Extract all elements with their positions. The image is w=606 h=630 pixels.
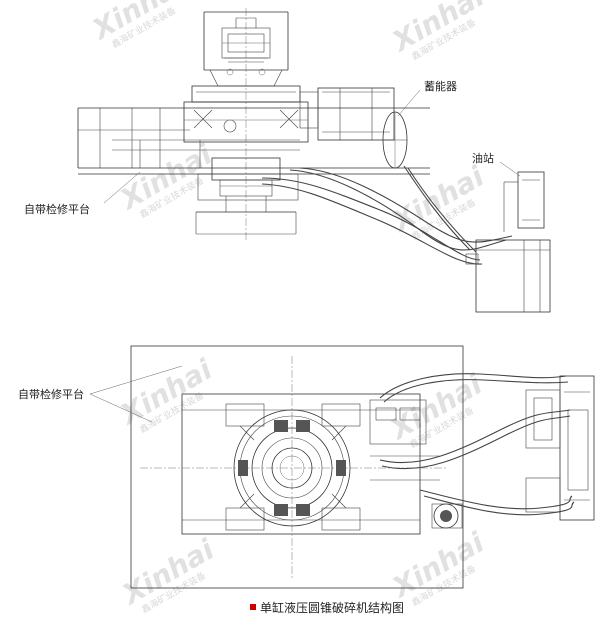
figure-caption: 单缸液压圆锥破碎机结构图: [250, 600, 404, 615]
lower-body: [195, 157, 299, 235]
bolt-block: [274, 504, 288, 516]
caption-bullet: [250, 604, 256, 610]
label-oil-station: 油站: [472, 151, 494, 165]
machine-base: [181, 393, 421, 535]
crusher-bowl: [233, 409, 351, 527]
bolt-block: [336, 460, 346, 476]
label-platform-top: 自带检修平台: [24, 202, 90, 216]
platform-outline: [130, 345, 464, 589]
caption-text: 单缸液压圆锥破碎机结构图: [260, 600, 404, 615]
bolt-block: [238, 460, 248, 476]
plan-view: 自带检修平台: [18, 345, 595, 589]
accumulator: [382, 111, 408, 169]
spider-assembly: [221, 17, 271, 76]
frame-corners: [225, 403, 361, 531]
watermark-top-left: Xinhai 鑫海矿业技术装备: [85, 0, 190, 51]
leader-platform-top: [103, 171, 141, 204]
watermark-brand: Xinhai: [385, 0, 490, 59]
oil-station-plan: [525, 375, 595, 521]
leader-platform-bottom-b: [89, 393, 153, 423]
watermark-lower-left: Xinhai 鑫海矿业技术装备: [113, 353, 218, 436]
elevation-view: 蓄能器: [24, 8, 551, 313]
hydraulic-hoses-elevation: [261, 165, 513, 265]
oil-station: [465, 171, 551, 313]
drive-motor: [431, 503, 463, 529]
bolt-block: [296, 420, 310, 432]
leader-platform-bottom-a: [89, 365, 183, 395]
watermark-mid-right: Xinhai 鑫海矿业技术装备: [385, 160, 490, 243]
label-accumulator: 蓄能器: [424, 79, 457, 93]
watermark-bottom-left: Xinhai 鑫海矿业技术装备: [115, 533, 220, 616]
maintenance-platform: [77, 107, 430, 175]
motor-housing: [299, 87, 395, 141]
leader-accumulator: [397, 89, 421, 117]
watermark-brand: Xinhai: [85, 0, 190, 47]
bolt-block: [274, 420, 288, 432]
watermark-top-right: Xinhai 鑫海矿业技术装备: [385, 0, 490, 63]
bolt-block: [296, 504, 310, 516]
watermark-mid-left: Xinhai 鑫海矿业技术装备: [113, 138, 218, 221]
leader-oil-station: [499, 161, 521, 177]
hydraulic-hoses-plan: [379, 373, 575, 516]
valve-block: [369, 399, 440, 481]
label-platform-bottom: 自带检修平台: [18, 387, 84, 401]
